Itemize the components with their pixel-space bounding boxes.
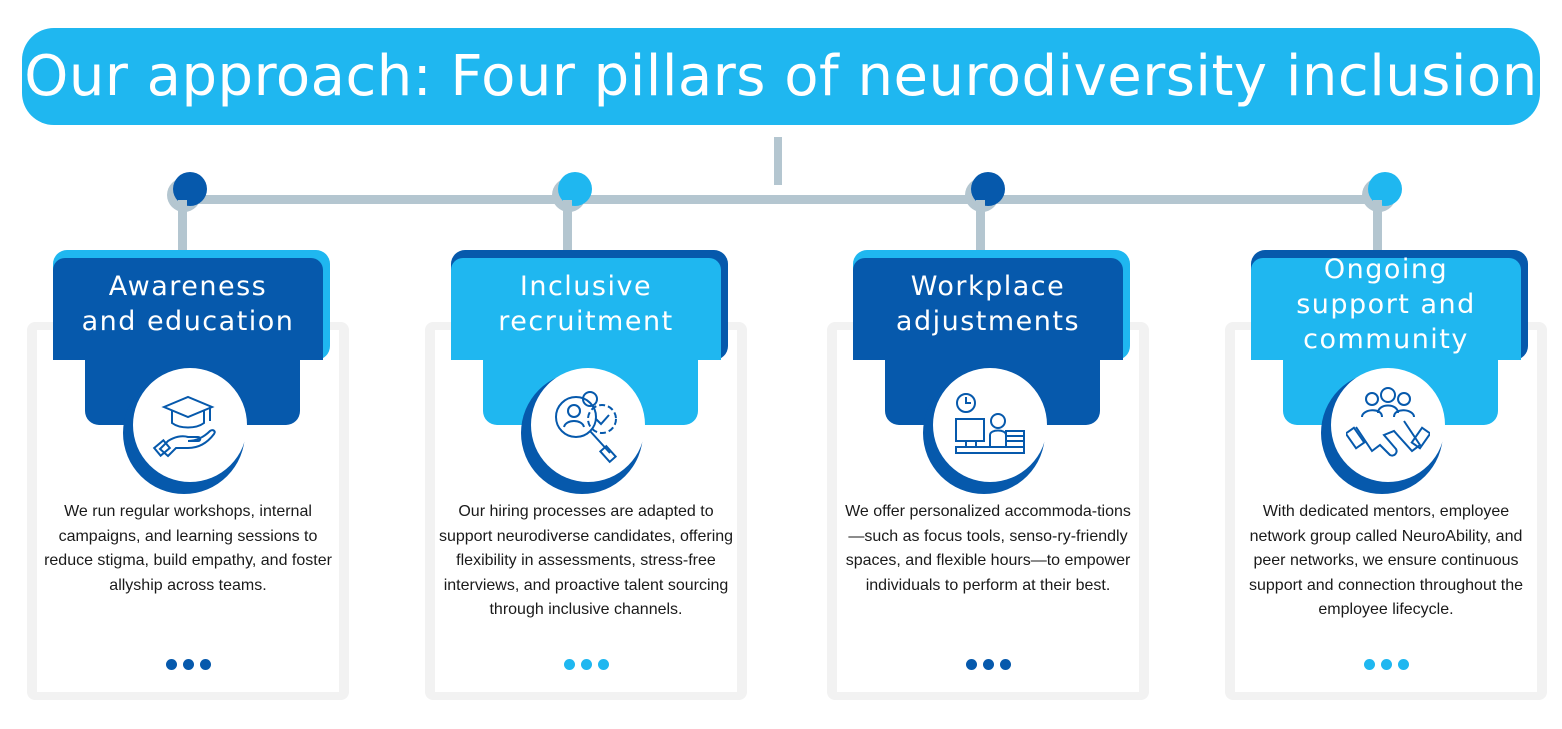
pillar-title-line: and education xyxy=(81,306,295,337)
pillar-title-line: recruitment xyxy=(498,306,674,337)
pillar-title-line: Workplace xyxy=(910,271,1066,302)
connector-stem xyxy=(774,137,782,185)
pillar-description: Our hiring processes are adapted to supp… xyxy=(438,503,734,619)
pillar-description: We run regular workshops, internal campa… xyxy=(44,503,332,594)
pillar-description: We offer personalized accommoda-tions—su… xyxy=(845,503,1131,594)
pagination-dots xyxy=(27,659,349,670)
connector-drop xyxy=(563,200,572,252)
pillar-title-line: Inclusive xyxy=(519,271,653,302)
community-handshake-icon xyxy=(1331,368,1445,482)
pillar-title-line: community xyxy=(1303,323,1469,355)
pillar-title-line: Awareness xyxy=(108,271,268,302)
pillar-title-line: support and xyxy=(1296,288,1476,320)
pillar-header: Ongoing support and community xyxy=(1251,254,1521,360)
page-title: Our approach: Four pillars of neurodiver… xyxy=(22,28,1540,125)
pillar-description: With dedicated mentors, employee network… xyxy=(1249,503,1523,619)
workstation-clock-icon xyxy=(933,368,1047,482)
pagination-dots xyxy=(425,659,747,670)
graduation-cap-hand-icon xyxy=(133,368,247,482)
pillar-header: Awareness and education xyxy=(53,258,323,360)
pillar-header: Workplace adjustments xyxy=(853,258,1123,360)
pillar-title-line: Ongoing xyxy=(1323,253,1449,285)
pillar-header: Inclusive recruitment xyxy=(451,258,721,360)
pagination-dots xyxy=(827,659,1149,670)
connector-drop xyxy=(1373,200,1382,252)
connector-line xyxy=(180,195,1380,204)
pagination-dots xyxy=(1225,659,1547,670)
pillar-title-line: adjustments xyxy=(895,306,1081,337)
connector-drop xyxy=(178,200,187,252)
connector-drop xyxy=(976,200,985,252)
recruitment-search-gear-icon xyxy=(531,368,645,482)
